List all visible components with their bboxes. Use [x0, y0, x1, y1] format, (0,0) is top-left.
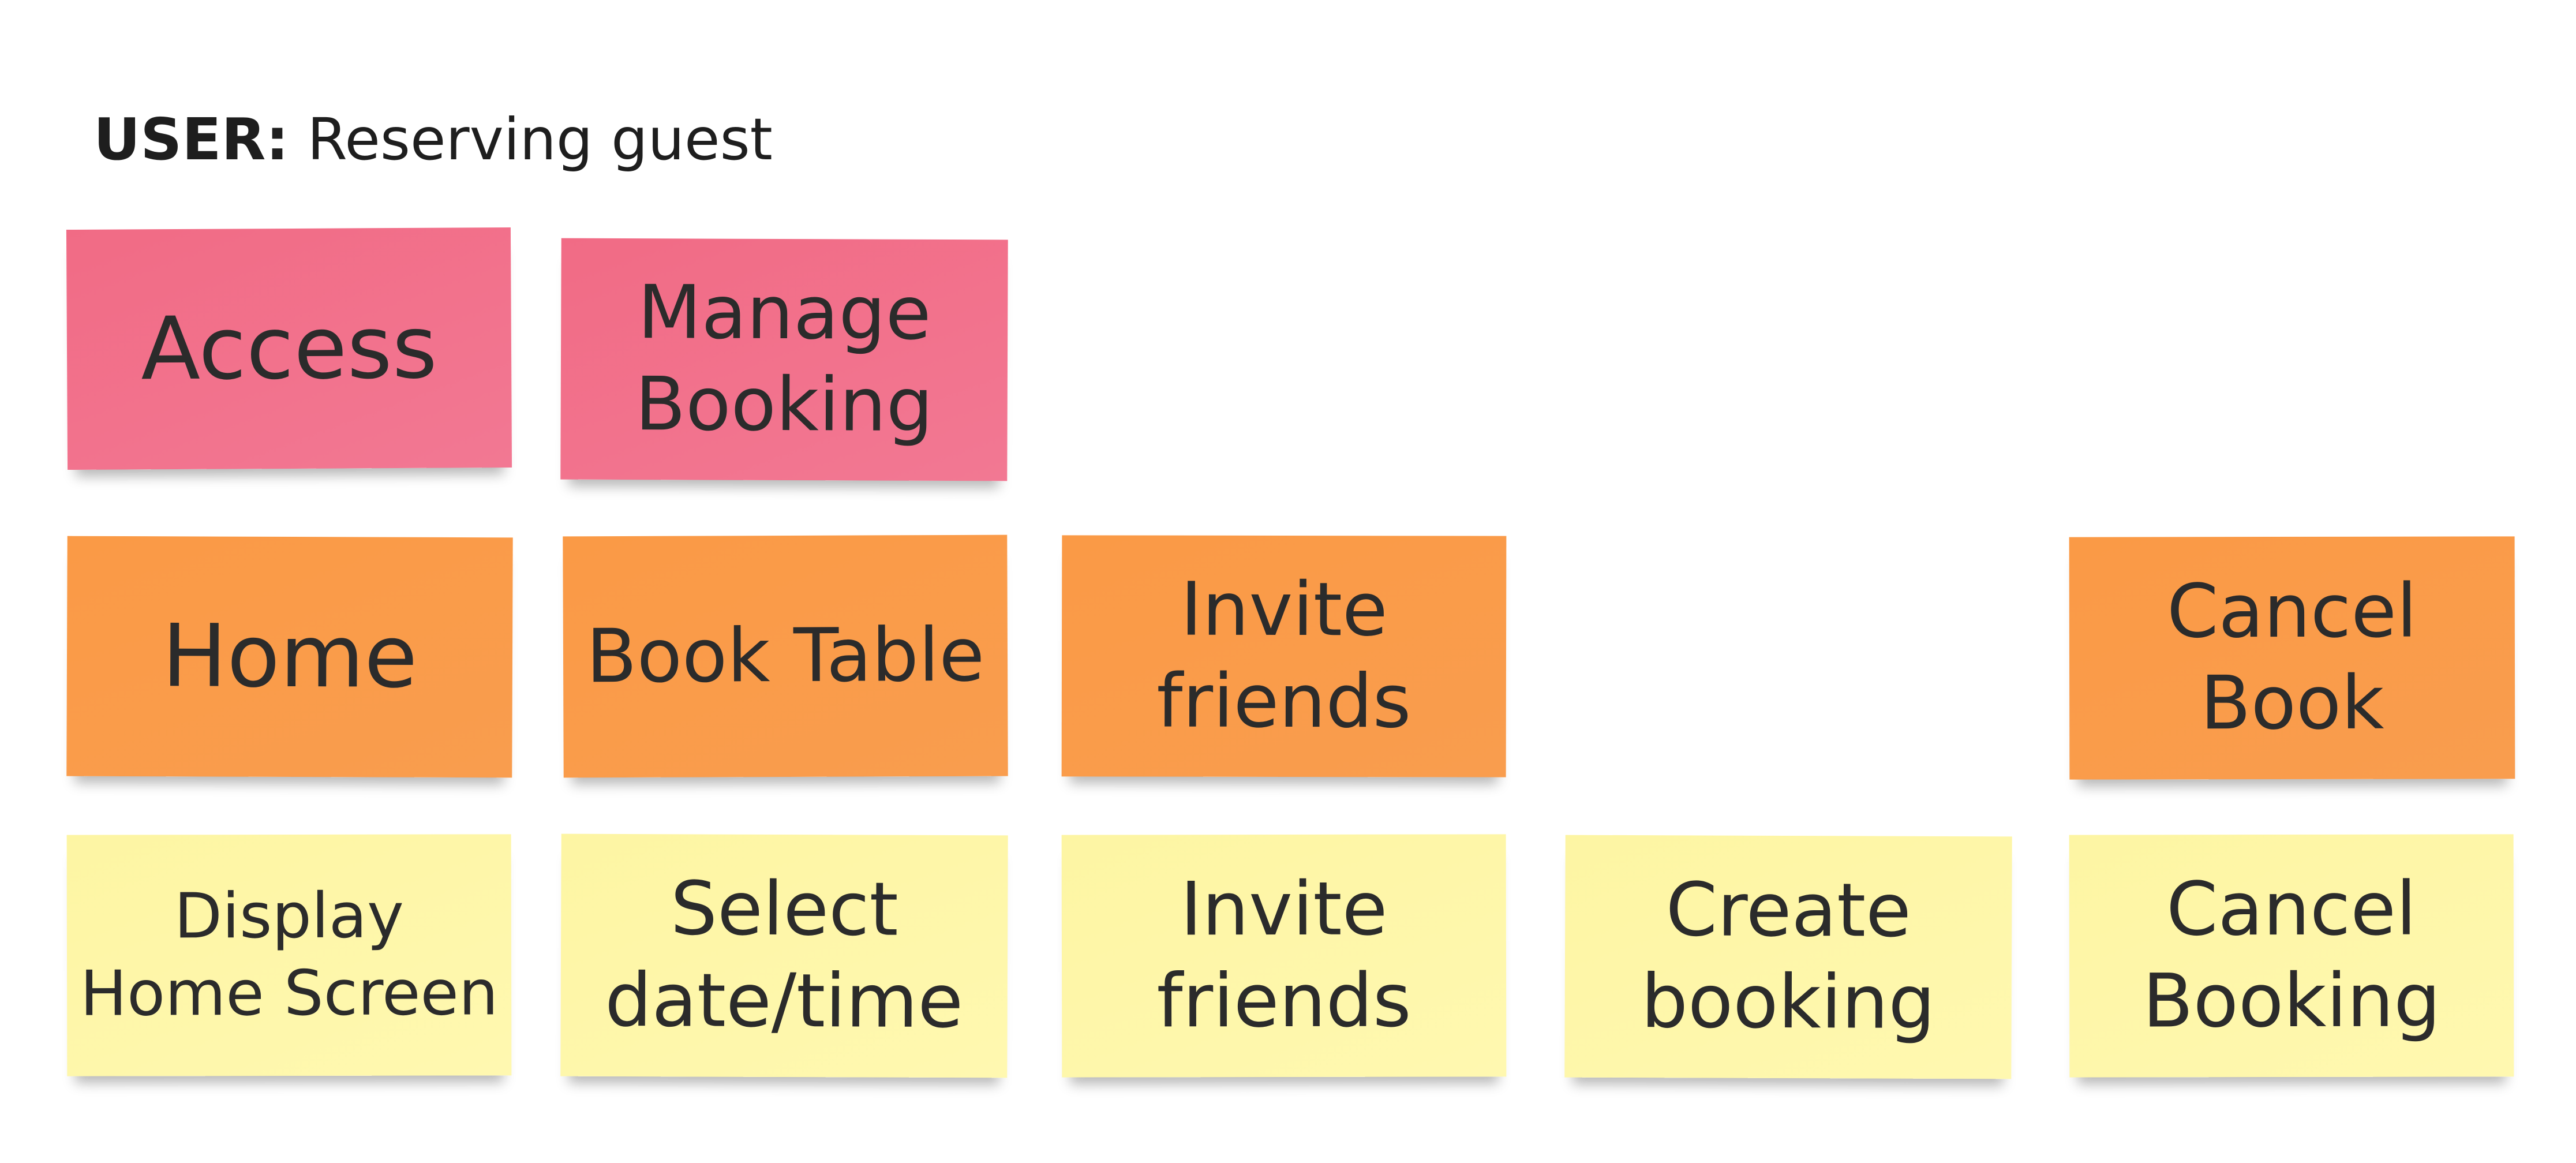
note-line: Home Screen: [80, 957, 499, 1030]
user-header: USER: Reserving guest: [93, 105, 773, 174]
user-role: Reserving guest: [307, 106, 773, 173]
sticky-note-cancel-booking[interactable]: Cancel Booking: [2069, 834, 2514, 1078]
note-line: Home: [162, 606, 418, 708]
sticky-note-invite-friends-task[interactable]: Invite friends: [1061, 834, 1507, 1078]
note-line: Access: [140, 297, 438, 400]
note-line: Book: [2200, 660, 2384, 747]
note-line: date/time: [604, 957, 964, 1045]
sticky-note-create-booking[interactable]: Create booking: [1564, 835, 2012, 1079]
note-line: friends: [1156, 658, 1411, 745]
note-line: friends: [1156, 958, 1411, 1045]
sticky-note-select-date-time[interactable]: Select date/time: [560, 833, 1008, 1078]
note-line: Booking: [2142, 958, 2441, 1045]
sticky-note-access[interactable]: Access: [66, 227, 512, 470]
note-line: Create: [1665, 867, 1912, 955]
sticky-note-book-table[interactable]: Book Table: [563, 534, 1008, 778]
note-line: Select: [670, 866, 898, 953]
sticky-note-cancel-book[interactable]: Cancel Book: [2069, 536, 2515, 780]
user-label: USER:: [93, 106, 289, 173]
note-line: Invite: [1180, 866, 1388, 953]
sticky-note-invite-friends-step[interactable]: Invite friends: [1061, 535, 1507, 777]
sticky-note-home[interactable]: Home: [66, 536, 513, 778]
sticky-note-manage-booking[interactable]: Manage Booking: [560, 238, 1008, 481]
note-line: Invite: [1180, 566, 1388, 653]
note-line: Cancel: [2166, 866, 2417, 953]
note-line: Display: [174, 880, 405, 953]
note-line: Manage: [637, 270, 931, 357]
note-line: Booking: [635, 361, 934, 448]
sticky-note-display-home-screen[interactable]: Display Home Screen: [66, 834, 512, 1076]
note-line: Book Table: [586, 612, 985, 700]
note-line: Cancel: [2166, 568, 2417, 655]
note-line: booking: [1641, 959, 1935, 1046]
